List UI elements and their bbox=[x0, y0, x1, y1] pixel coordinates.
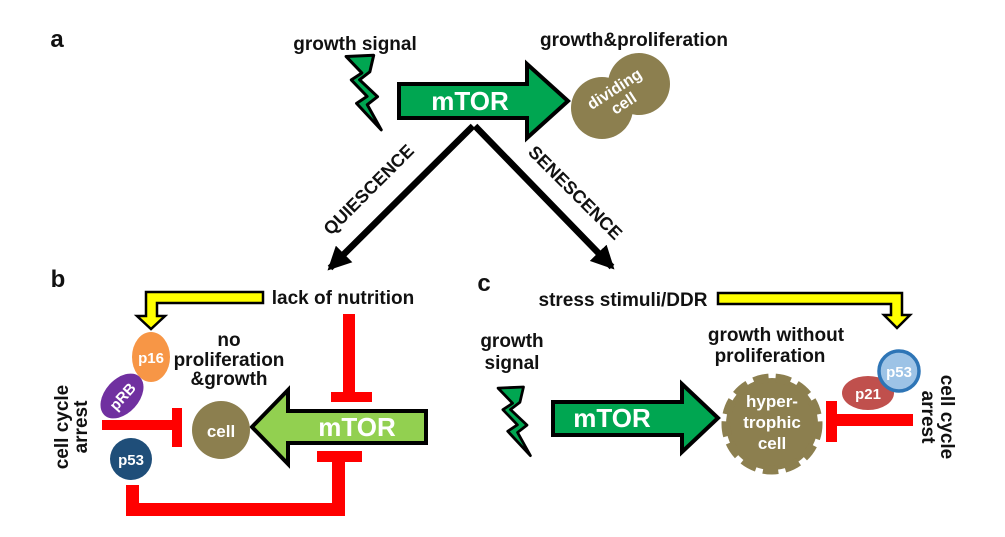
growth-signal-c-line1: growth bbox=[480, 331, 543, 352]
growth-signal-c-line2: signal bbox=[485, 353, 540, 374]
cell-cycle-arrest-c-line2: arrest bbox=[917, 391, 938, 444]
stress-feedback-arrow bbox=[716, 291, 914, 330]
mtor-label-a: mTOR bbox=[431, 86, 509, 116]
panel-c-label: c bbox=[477, 270, 490, 297]
p53-label-b: p53 bbox=[118, 452, 144, 469]
inhibition-line-segment bbox=[126, 503, 345, 516]
mtor-label-b: mTOR bbox=[318, 412, 396, 442]
growth-without-line2: proliferation bbox=[715, 346, 826, 367]
mtor-arrow-a bbox=[397, 59, 571, 143]
lightning-bolt-shape-c bbox=[496, 385, 532, 458]
cell-cycle-arrest-b-line2: arrest bbox=[71, 400, 92, 453]
mtor-arrow-b bbox=[249, 385, 428, 469]
inhibition-line-segment bbox=[836, 414, 913, 426]
inhibition-tbar bbox=[826, 401, 837, 442]
inhibition-nutrition-mtor bbox=[331, 314, 372, 402]
panel-a: a growth signal mTOR growth&proliferatio… bbox=[50, 26, 728, 271]
p16-shape bbox=[132, 332, 170, 382]
cell-label: cell bbox=[207, 422, 235, 441]
cell-cycle-arrest-c: cell cycle arrest bbox=[917, 375, 957, 460]
hypertrophic-label-line2: trophic bbox=[743, 413, 801, 432]
hypertrophic-label-line3: cell bbox=[758, 434, 786, 453]
inhibition-line-segment bbox=[102, 420, 173, 430]
senescence-arrow bbox=[472, 123, 615, 270]
no-proliferation-line2: proliferation bbox=[174, 350, 285, 371]
inhibition-p53-mtor bbox=[126, 451, 362, 516]
stress-stimuli-label: stress stimuli/DDR bbox=[539, 290, 708, 311]
p53-shape-c bbox=[877, 349, 921, 393]
inhibition-line-segment bbox=[343, 314, 355, 394]
inhibition-tbar bbox=[172, 408, 182, 447]
lightning-bolt-icon-a bbox=[344, 53, 383, 132]
hypertrophic-label-line1: hyper- bbox=[746, 392, 798, 411]
lightning-bolt-icon-c bbox=[496, 385, 532, 458]
growth-without-line1: growth without bbox=[708, 325, 845, 346]
growth-proliferation-label: growth&proliferation bbox=[540, 30, 728, 51]
no-proliferation-line1: no bbox=[217, 330, 240, 351]
p16-label: p16 bbox=[138, 350, 164, 367]
quiescence-arrow bbox=[327, 123, 476, 271]
cell-cycle-arrest-b: cell cycle arrest bbox=[52, 385, 92, 470]
lightning-bolt-shape-a bbox=[344, 53, 383, 132]
panel-a-label: a bbox=[50, 26, 64, 53]
lack-of-nutrition-label: lack of nutrition bbox=[272, 288, 415, 309]
cell-cycle-arrest-c-line1: cell cycle bbox=[936, 375, 957, 460]
prb-shape bbox=[100, 373, 144, 419]
inhibition-tbar bbox=[331, 392, 372, 402]
inhibition-arrest-hypertrophic bbox=[826, 401, 913, 442]
p21-shape bbox=[842, 376, 894, 410]
cell-cycle-arrest-b-line1: cell cycle bbox=[52, 385, 73, 470]
quiescence-label: QUIESCENCE bbox=[320, 141, 418, 239]
nutrition-feedback-arrow bbox=[133, 290, 265, 331]
p53-label-c: p53 bbox=[886, 364, 912, 381]
growth-signal-label-a: growth signal bbox=[293, 34, 417, 55]
inhibition-arrest-cell bbox=[102, 408, 182, 447]
inhibition-tbar bbox=[317, 451, 362, 462]
mtor-label-c: mTOR bbox=[573, 403, 651, 433]
p53-shape-b bbox=[110, 438, 152, 480]
no-proliferation-line3: &growth bbox=[190, 369, 267, 390]
panel-b: b lack of nutrition no proliferation &gr… bbox=[51, 266, 428, 516]
mtor-arrow-c bbox=[551, 379, 721, 457]
p21-label: p21 bbox=[855, 386, 881, 403]
panel-b-label: b bbox=[51, 266, 66, 293]
inhibition-line-segment bbox=[332, 452, 345, 516]
cell-shape bbox=[192, 401, 250, 459]
dividing-cell-circle-2 bbox=[608, 53, 670, 115]
hypertrophic-cell-shape bbox=[721, 373, 823, 475]
dividing-cell-shape: dividing cell bbox=[571, 53, 670, 139]
panel-c: c stress stimuli/DDR growth signal growt… bbox=[477, 270, 957, 475]
